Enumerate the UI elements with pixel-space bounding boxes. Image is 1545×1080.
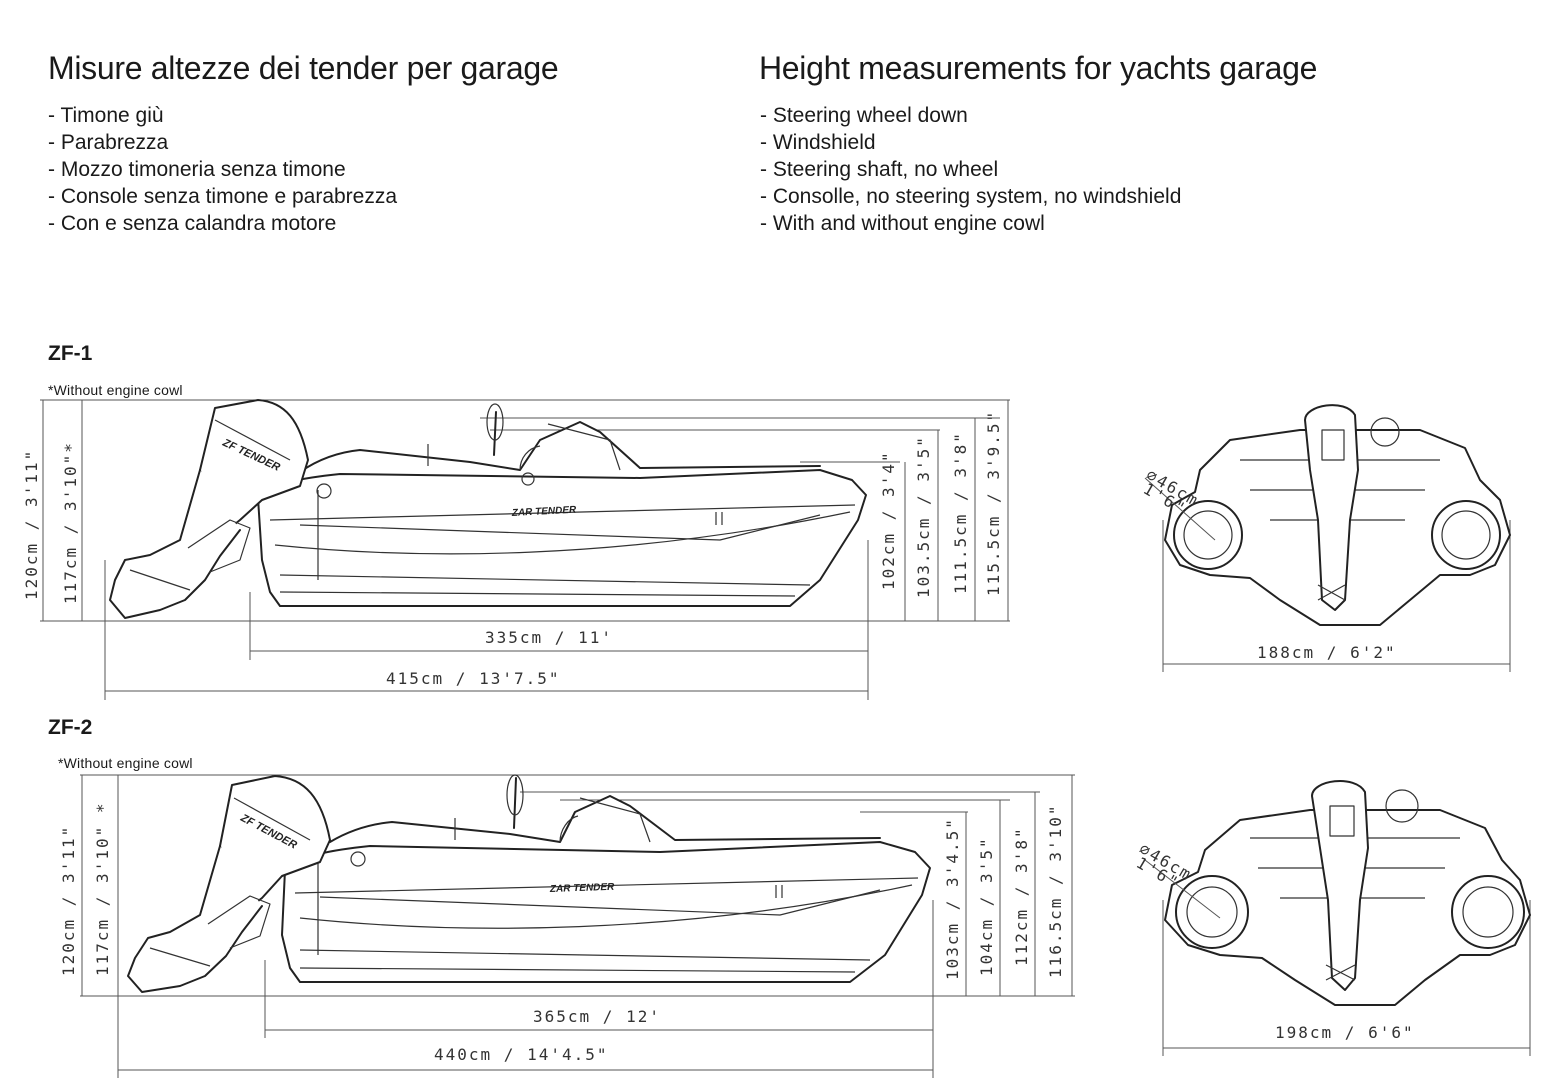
zf2-height-wheel-down: 103cm / 3'4.5" [943, 817, 962, 980]
zf1-hull-logo: ZAR TENDER [511, 505, 578, 519]
zf1-height-no-cowl: 117cm / 3'10"* [61, 441, 80, 604]
english-title: Height measurements for yachts garage [759, 50, 1318, 86]
italian-list-item: - Mozzo timoneria senza timone [48, 158, 346, 181]
zf1-side-view: ZAR TENDER ZF TENDER 120cm / 3'11" 117cm… [22, 399, 1010, 700]
zf2-height-console: 116.5cm / 3'10" [1046, 804, 1065, 979]
zf1-length-total: 415cm / 13'7.5" [386, 669, 561, 688]
zf1-height-total: 120cm / 3'11" [22, 449, 41, 600]
zf1-height-wheel-down: 102cm / 3'4" [879, 450, 898, 590]
zf2-side-view: ZAR TENDER ZF TENDER 120cm / 3'11" 117cm… [59, 774, 1075, 1078]
zf2-hull-logo: ZAR TENDER [549, 882, 616, 895]
english-list-item: - Steering wheel down [760, 104, 968, 127]
english-list-item: - Consolle, no steering system, no winds… [760, 185, 1182, 208]
zf1-height-shaft: 111.5cm / 3'8" [951, 431, 970, 594]
italian-list-item: - Parabrezza [48, 131, 169, 154]
english-list: - Steering wheel down - Windshield - Ste… [760, 102, 1181, 237]
english-list-item: - Windshield [760, 131, 876, 154]
zf1-rear-view: ⌀46cm 1'6" 188cm / 6'2" [1140, 404, 1511, 672]
zf2-height-windshield: 104cm / 3'5" [977, 836, 996, 976]
english-list-item: - With and without engine cowl [760, 212, 1045, 235]
zf1-length-hull: 335cm / 11' [485, 628, 613, 647]
zf1-beam: 188cm / 6'2" [1257, 643, 1397, 662]
zf2-rear-view: ⌀46cm 1'6" 198cm / 6'6" [1133, 779, 1531, 1056]
zf2-length-total: 440cm / 14'4.5" [434, 1045, 609, 1064]
zf2-length-hull: 365cm / 12' [533, 1007, 661, 1026]
zf2-label: ZF-2 [48, 716, 93, 739]
zf1-height-windshield: 103.5cm / 3'5" [914, 435, 933, 598]
zf1-height-console: 115.5cm / 3'9.5" [984, 410, 1003, 596]
zf1-note: *Without engine cowl [48, 382, 183, 398]
english-list-item: - Steering shaft, no wheel [760, 158, 999, 181]
italian-list-item: - Console senza timone e parabrezza [48, 185, 398, 208]
italian-list-item: - Con e senza calandra motore [48, 212, 337, 235]
zf2-note: *Without engine cowl [58, 755, 193, 771]
italian-list-item: - Timone giù [48, 104, 164, 127]
zf2-height-no-cowl: 117cm / 3'10" * [93, 802, 112, 977]
zf2-beam: 198cm / 6'6" [1275, 1023, 1415, 1042]
italian-title: Misure altezze dei tender per garage [48, 50, 559, 86]
zf1-label: ZF-1 [48, 342, 93, 365]
italian-list: - Timone giù - Parabrezza - Mozzo timone… [48, 102, 397, 237]
zf2-height-total: 120cm / 3'11" [59, 825, 78, 976]
zf2-height-shaft: 112cm / 3'8" [1012, 826, 1031, 966]
